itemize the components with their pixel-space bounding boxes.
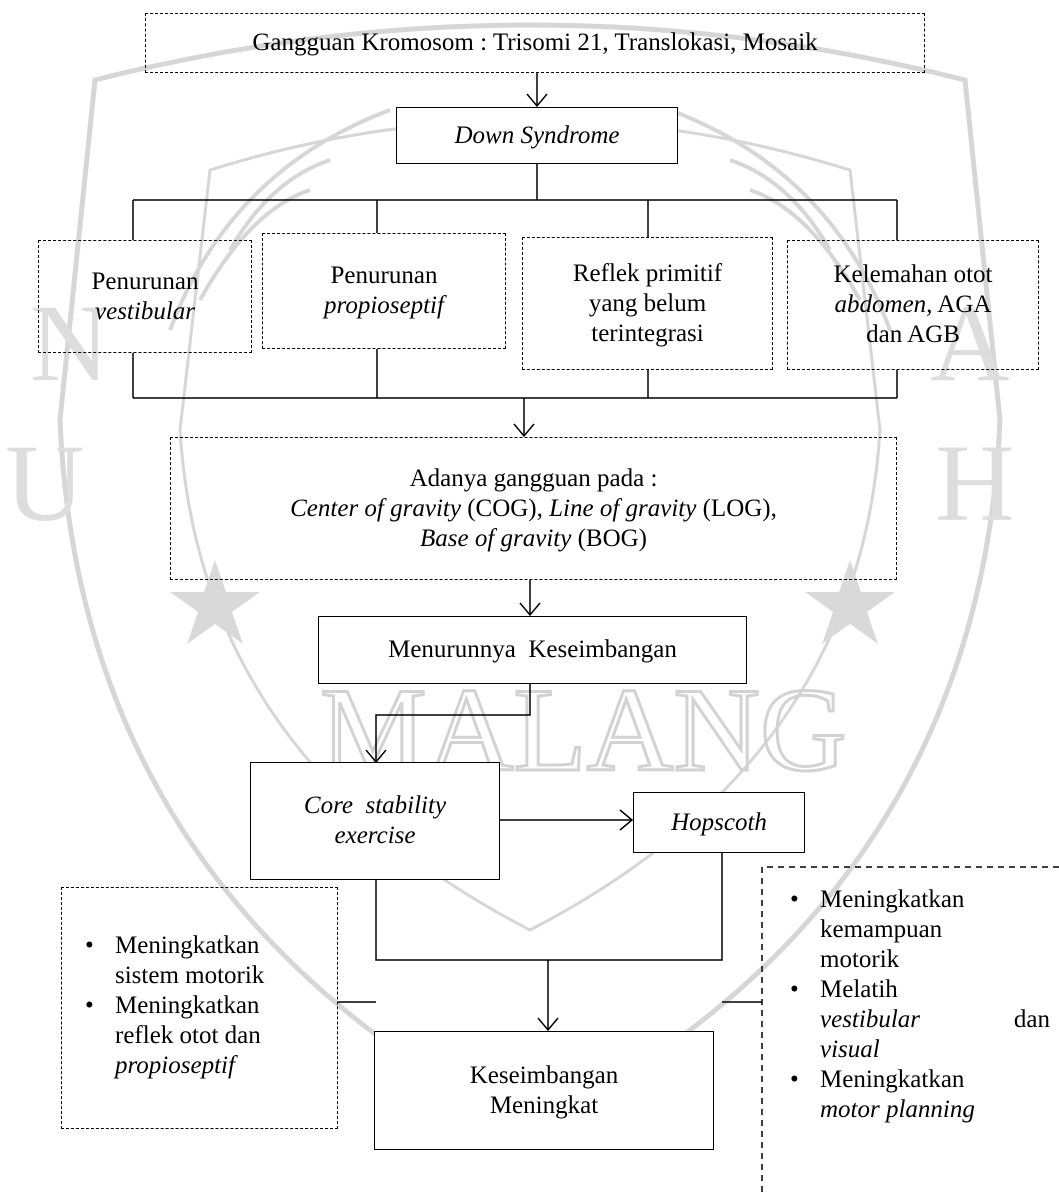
gravity-cog-abbr: (COG), <box>460 494 550 522</box>
watermark-letter-a: A <box>930 282 1009 404</box>
muscle-line3: dan AGB <box>866 321 960 348</box>
connector-core-down <box>375 853 723 961</box>
right-benefit-1-line3: motorik <box>820 946 900 973</box>
right-benefit-2-line2: vestibular dan <box>820 1005 1050 1035</box>
right-benefits-list: Meningkatkan kemampuan motorik Melatih v… <box>768 885 1050 1125</box>
muscle-line1: Kelemahan otot <box>833 261 993 288</box>
watermark-letter-h: H <box>935 422 1014 544</box>
watermark-letter-n: N <box>30 282 109 404</box>
muscle-abdomen: abdomen, <box>834 291 933 318</box>
gravity-line1: Adanya gangguan pada : <box>409 464 658 492</box>
connector-balance-to-core <box>375 684 531 762</box>
left-benefit-2-line1: Meningkatkan <box>115 992 260 1019</box>
proprioceptive-line2: propioseptif <box>324 292 444 319</box>
core-line1: Core stability <box>303 792 447 819</box>
reflex-line1: Reflek primitif <box>572 259 723 287</box>
watermark-star-right <box>805 560 895 644</box>
arrowhead-gravity <box>513 423 535 438</box>
result-line2: Meningkat <box>489 1091 599 1119</box>
vestibular-decline-box: Penurunan vestibular <box>38 240 252 353</box>
left-benefits-list: Meningkatkan sistem motorik Meningkatkan… <box>63 931 333 1081</box>
left-benefit-1-line2: sistem motorik <box>115 962 265 989</box>
core-stability-box: Core stability exercise <box>250 762 500 880</box>
right-benefit-2-dan: dan <box>1013 1006 1050 1033</box>
gravity-log: Line of gravity <box>549 494 697 522</box>
left-benefit-2-line3: propioseptif <box>115 1052 235 1079</box>
down-syndrome-text: Down Syndrome <box>454 121 620 149</box>
gravity-line3: Base of gravity (BOG) <box>420 524 647 554</box>
right-benefit-item: Meningkatkan motor planning <box>768 1065 1050 1125</box>
right-benefit-1-line1: Meningkatkan <box>820 886 965 913</box>
vestibular-line2: vestibular <box>95 297 195 325</box>
hopscotch-box: Hopscoth <box>633 792 805 853</box>
gravity-log-abbr: (LOG), <box>696 494 777 522</box>
watermark-laurel-right <box>669 108 892 331</box>
proprioceptive-decline-box: Penurunan propioseptif <box>262 233 506 349</box>
muscle-line2: abdomen, AGA <box>835 290 992 320</box>
left-benefit-item: Meningkatkan reflek otot dan propiosepti… <box>63 991 333 1081</box>
gravity-line2: Center of gravity (COG), Line of gravity… <box>290 494 777 524</box>
left-benefits-box <box>61 887 338 1129</box>
right-benefit-item: Melatih vestibular dan visual <box>768 975 1050 1065</box>
right-benefit-2-line1: Melatih <box>820 976 898 1003</box>
gravity-disturbance-box: Adanya gangguan pada : Center of gravity… <box>170 437 897 580</box>
right-benefit-3-line1: Meningkatkan <box>820 1066 965 1093</box>
reflex-line2: yang belum <box>588 289 707 317</box>
left-benefit-1-line1: Meningkatkan <box>115 932 260 959</box>
hopscotch-text: Hopscoth <box>671 808 767 836</box>
watermark-shield-outline <box>57 22 1003 1133</box>
watermark-star-left <box>170 560 260 644</box>
arrowhead-result <box>537 1017 559 1032</box>
left-benefit-2-line2: reflek otot dan <box>115 1022 261 1049</box>
balance-decrease-box: Menurunnya Keseimbangan <box>318 616 747 684</box>
chromosome-disorder-text: Gangguan Kromosom : Trisomi 21, Translok… <box>252 29 818 56</box>
arrowhead-balance <box>519 602 541 617</box>
right-benefit-1-line2: kemampuan <box>820 916 943 943</box>
primitive-reflex-box: Reflek primitif yang belum terintegrasi <box>522 237 773 370</box>
arrowhead-ds <box>526 93 548 108</box>
down-syndrome-box: Down Syndrome <box>396 107 678 164</box>
left-benefit-item: Meningkatkan sistem motorik <box>63 931 333 991</box>
watermark-letter-u: U <box>5 422 84 544</box>
balance-increase-box: Keseimbangan Meningkat <box>374 1031 714 1150</box>
balance-decrease-text: Menurunnya Keseimbangan <box>388 636 677 663</box>
chromosome-disorder-box: Gangguan Kromosom : Trisomi 21, Translok… <box>145 13 925 73</box>
proprioceptive-line1: Penurunan <box>330 262 438 289</box>
watermark-laurel-left <box>168 108 391 331</box>
gravity-cog: Center of gravity <box>290 494 461 522</box>
vestibular-line1: Penurunan <box>91 267 199 295</box>
core-line2: exercise <box>334 822 416 849</box>
gravity-bog-abbr: (BOG) <box>571 524 648 552</box>
muscle-aga: AGA <box>932 291 992 318</box>
right-benefit-item: Meningkatkan kemampuan motorik <box>768 885 1050 975</box>
right-benefit-2-vestibular: vestibular <box>820 1006 920 1033</box>
reflex-line3: terintegrasi <box>591 319 704 347</box>
muscle-weakness-box: Kelemahan otot abdomen, AGA dan AGB <box>787 240 1039 370</box>
arrowhead-hop <box>619 809 634 831</box>
gravity-bog: Base of gravity <box>419 524 572 552</box>
right-benefit-3-line2: motor planning <box>820 1096 975 1123</box>
right-benefit-2-line3: visual <box>820 1036 880 1063</box>
result-line1: Keseimbangan <box>469 1061 619 1089</box>
